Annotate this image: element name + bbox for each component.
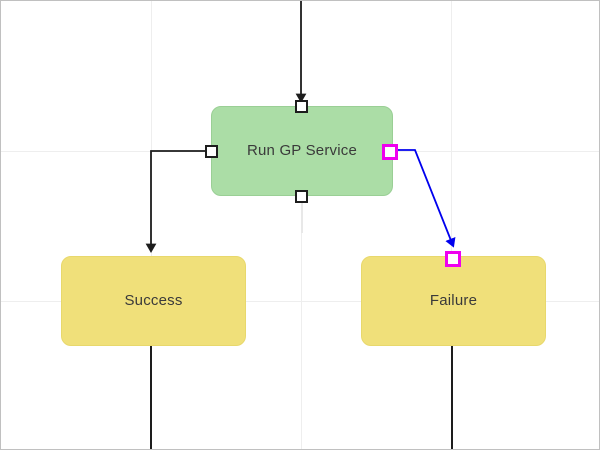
- port-run-gp-service-left[interactable]: [205, 145, 218, 158]
- node-label-run-gp-service: Run GP Service: [246, 142, 358, 159]
- port-run-gp-service-bottom[interactable]: [295, 190, 308, 203]
- port-failure-top[interactable]: [445, 251, 461, 267]
- node-run-gp-service[interactable]: Run GP Service: [211, 106, 393, 196]
- port-run-gp-service-top[interactable]: [295, 100, 308, 113]
- node-success[interactable]: Success: [61, 256, 246, 346]
- edge-run-gp-to-failure[interactable]: [396, 149, 456, 248]
- port-run-gp-service-right[interactable]: [382, 144, 398, 160]
- node-failure[interactable]: Failure: [361, 256, 546, 346]
- edge-run-gp-to-success[interactable]: [145, 150, 206, 254]
- node-label-failure: Failure: [429, 292, 478, 309]
- node-label-success: Success: [124, 292, 183, 309]
